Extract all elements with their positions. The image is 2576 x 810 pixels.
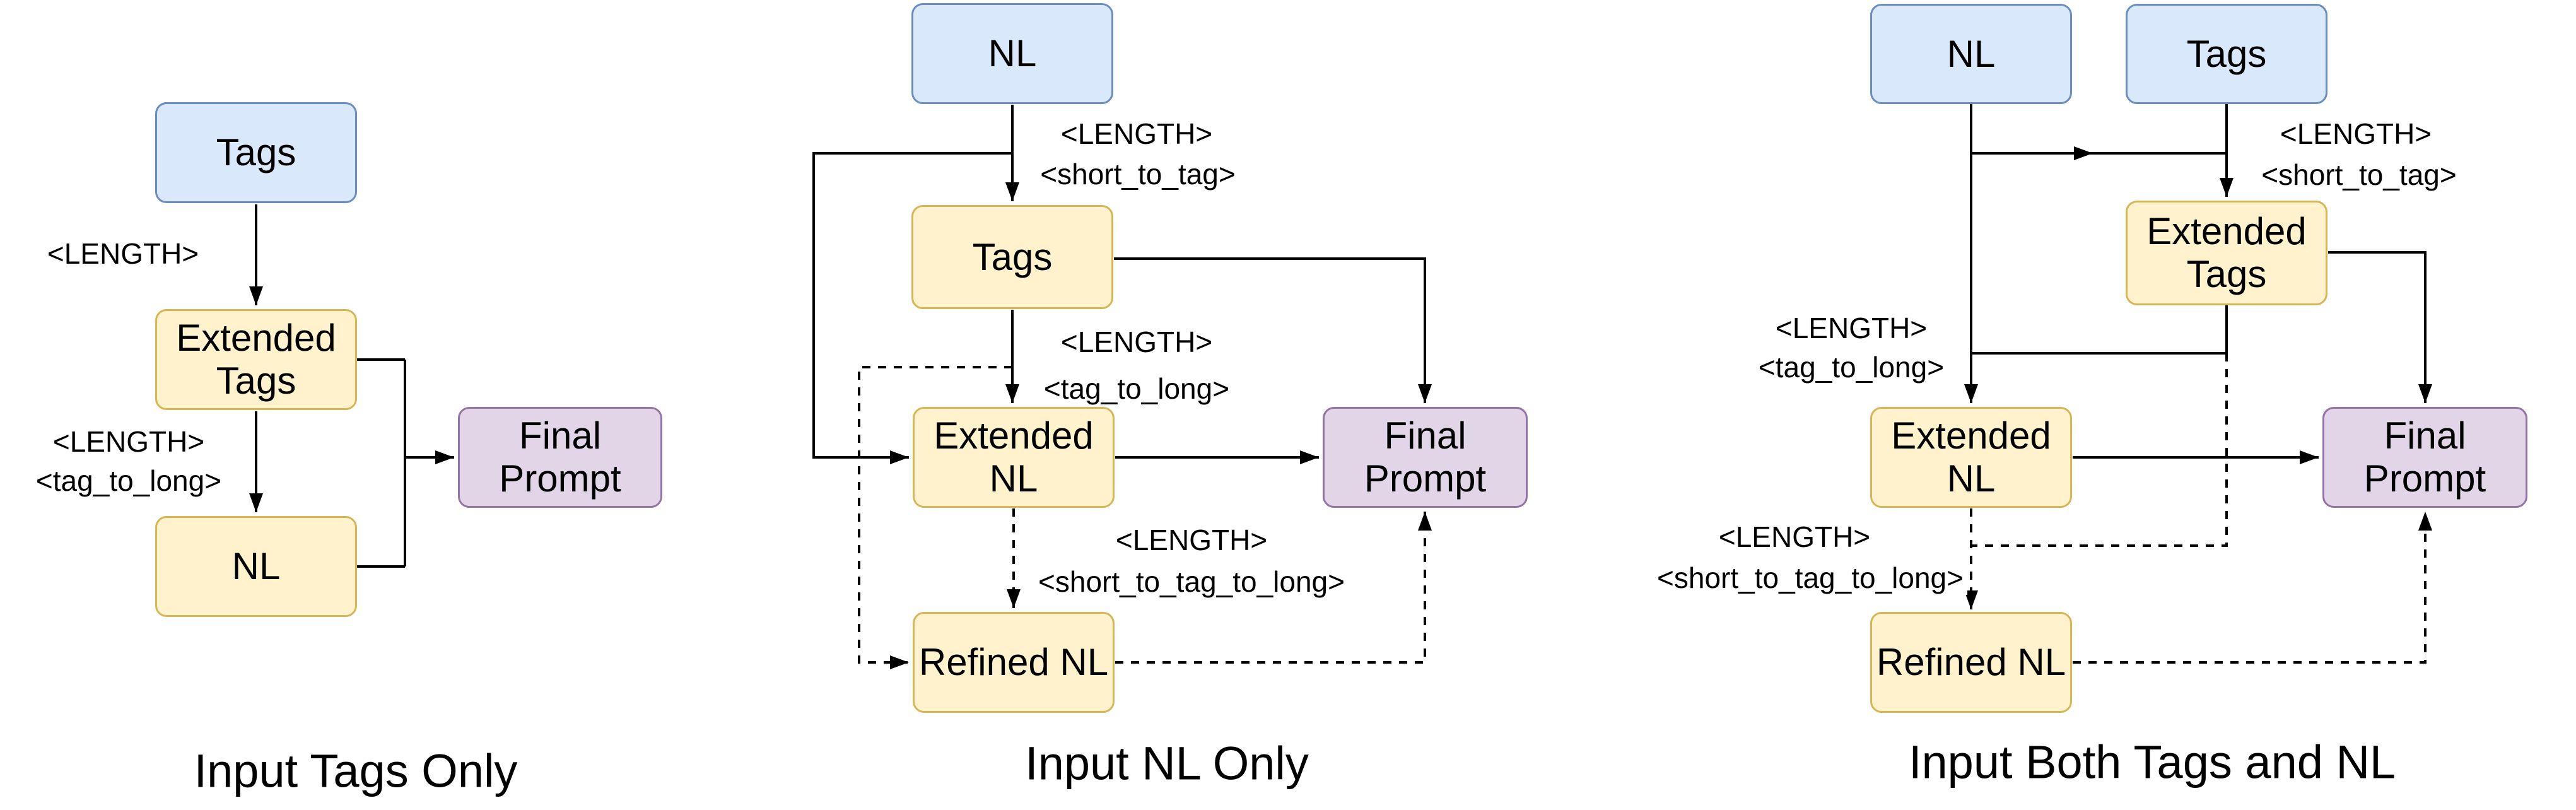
diagram-caption: Input NL Only [1025, 737, 1309, 790]
edge-label-length: <LENGTH> [43, 237, 203, 271]
edge-label-length: <LENGTH> [1057, 325, 1217, 359]
node-refined-nl: Refined NL [1870, 612, 2072, 713]
edge-label-short-to-tag-to-long: <short_to_tag_to_long> [1034, 565, 1349, 599]
node-refined-nl: Refined NL [913, 612, 1115, 713]
edge-label-short-to-tag: <short_to_tag> [2257, 158, 2461, 192]
node-extended-nl: Extended NL [1870, 407, 2072, 508]
edge-label-length: <LENGTH> [1111, 523, 1272, 557]
edge-extended-tags-to-refined-nl-dashed [1971, 353, 2228, 547]
node-final-prompt: Final Prompt [1323, 407, 1528, 508]
edge-label-length: <LENGTH> [1057, 117, 1217, 151]
edge-label-length: <LENGTH> [2276, 117, 2436, 151]
node-nl: NL [911, 3, 1113, 104]
node-extended-tags: Extended Tags [155, 309, 357, 410]
node-nl: NL [1870, 4, 2072, 104]
edge-label-tag-to-long: <tag_to_long> [1039, 372, 1234, 406]
node-tags: Tags [155, 102, 357, 203]
edge-label-short-to-tag: <short_to_tag> [1036, 157, 1239, 191]
edge-label-length: <LENGTH> [1771, 311, 1931, 345]
diagram-caption: Input Both Tags and NL [1908, 736, 2396, 789]
edge-label-length: <LENGTH> [1714, 520, 1875, 554]
edge-extended-tags-to-final-prompt [2328, 251, 2432, 403]
node-final-prompt: Final Prompt [458, 407, 662, 508]
edge-tags-to-refined-nl-dashed [858, 366, 1012, 669]
node-extended-tags: Extended Tags [2126, 201, 2327, 305]
node-nl: NL [155, 516, 357, 617]
node-tags: Tags [911, 205, 1113, 309]
node-tags: Tags [2126, 4, 2327, 104]
edge-nl-to-extended-nl [812, 152, 1012, 464]
edge-label-length: <LENGTH> [49, 425, 209, 459]
edge-label-tag-to-long: <tag_to_long> [32, 464, 226, 498]
edge-label-short-to-tag-to-long: <short_to_tag_to_long> [1653, 561, 1967, 595]
edge-label-tag-to-long: <tag_to_long> [1754, 350, 1948, 384]
edge-tags-to-final-prompt [1114, 257, 1432, 403]
edge-refined-nl-to-final-prompt-dashed [2073, 512, 2432, 664]
edge-refined-nl-to-final-prompt-dashed [1115, 512, 1432, 664]
diagram-caption: Input Tags Only [194, 744, 518, 797]
node-extended-nl: Extended NL [913, 407, 1115, 508]
node-final-prompt: Final Prompt [2322, 407, 2527, 508]
